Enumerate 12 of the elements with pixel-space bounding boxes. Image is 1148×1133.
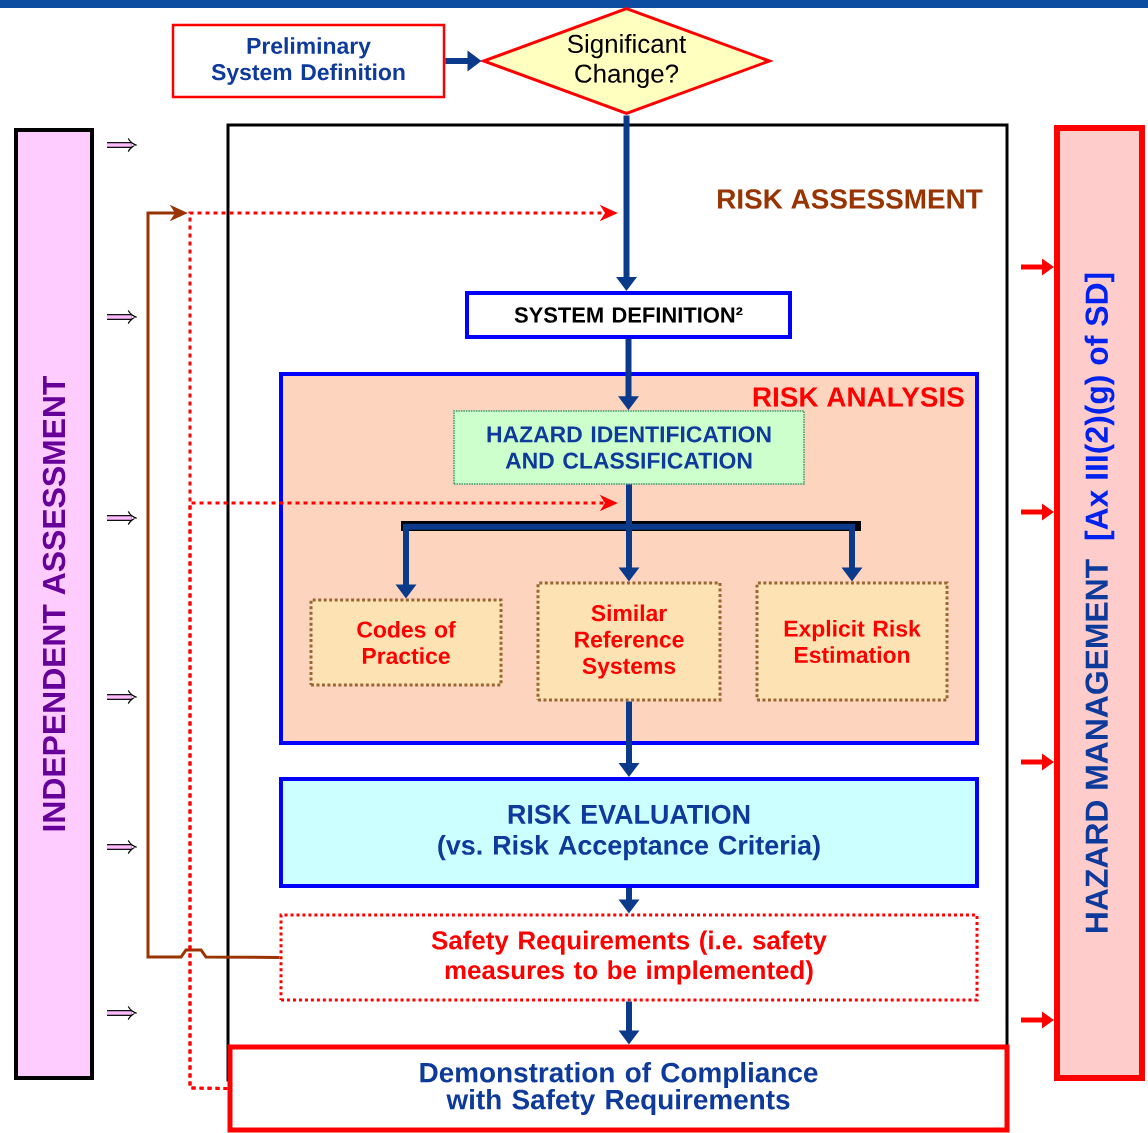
requirements-box: Safety Requirements (i.e. safety measures to be implemented) bbox=[279, 913, 979, 1002]
process-box: SYSTEM DEFINITION² bbox=[465, 291, 792, 339]
method-box: Similar Reference Systems bbox=[536, 581, 722, 702]
side-bar: INDEPENDENT ASSESSMENT bbox=[14, 128, 94, 1080]
side-bar: HAZARD MANAGEMENT [Ax III(2)(g) of SD] bbox=[1054, 125, 1145, 1081]
method-box: Explicit Risk Estimation bbox=[755, 581, 949, 702]
process-box: HAZARD IDENTIFICATION AND CLASSIFICATION bbox=[453, 410, 805, 485]
method-box: Codes of Practice bbox=[309, 598, 503, 687]
arrow bbox=[146, 204, 280, 959]
compliance-box: Demonstration of Compliance with Safety Requirements bbox=[227, 1044, 1010, 1133]
prelim-box: Preliminary System Definition bbox=[171, 23, 446, 99]
process-box: RISK EVALUATION (vs. Risk Acceptance Criteria) bbox=[279, 777, 979, 888]
